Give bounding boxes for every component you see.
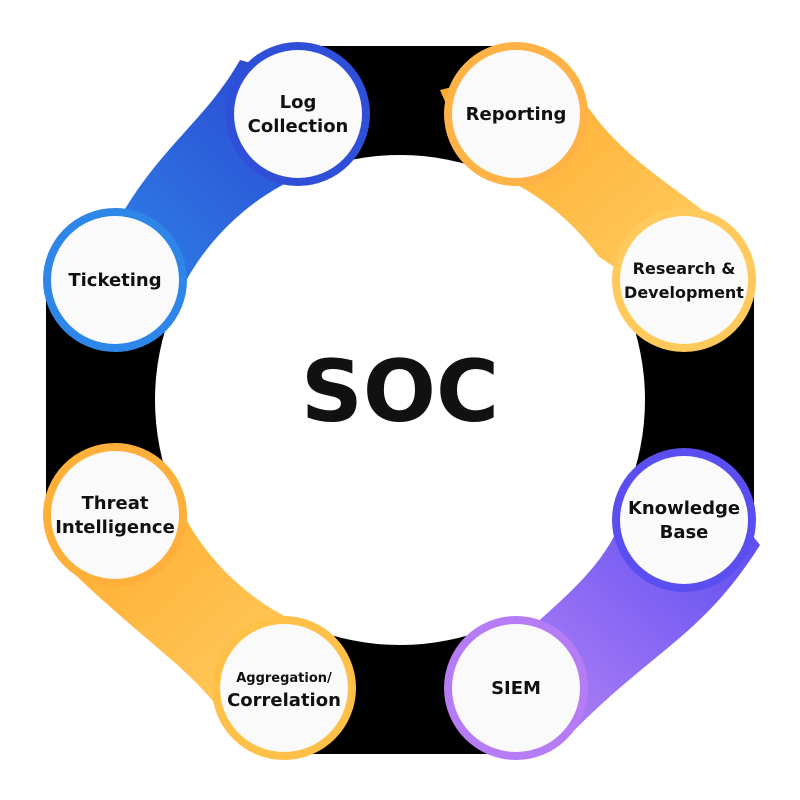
- node-siem: SIEM: [444, 616, 588, 760]
- node-disk: [452, 50, 580, 178]
- node-disk: [452, 624, 580, 752]
- node-disk: [234, 50, 362, 178]
- node-label-line: Reporting: [466, 104, 567, 125]
- node-label-line: Knowledge: [628, 498, 740, 519]
- node-disk: [220, 624, 348, 752]
- node-label-line: Development: [624, 283, 744, 302]
- connector-right: [610, 290, 754, 510]
- node-disk: [51, 451, 179, 579]
- node-ticketing: Ticketing: [43, 208, 187, 352]
- node-label-line: Log: [280, 92, 317, 113]
- node-disk: [51, 216, 179, 344]
- node-label-line: Collection: [248, 116, 349, 137]
- node-aggregation-correlation: Aggregation/Correlation: [212, 616, 356, 760]
- node-label-line: SIEM: [491, 678, 541, 699]
- center-label: SOC: [301, 342, 499, 442]
- center-disk: [155, 155, 645, 645]
- node-disk: [620, 456, 748, 584]
- node-disk: [620, 216, 748, 344]
- node-label-line: Ticketing: [68, 270, 161, 291]
- node-label-line: Threat: [82, 493, 149, 514]
- node-label-line: Aggregation/: [236, 671, 332, 686]
- node-label-line: Research &: [633, 259, 736, 278]
- node-reporting: Reporting: [444, 42, 588, 186]
- node-label-line: Intelligence: [55, 517, 175, 538]
- node-research-development: Research & Development: [612, 208, 756, 352]
- node-label-line: Correlation: [227, 690, 341, 711]
- node-label-line: Base: [660, 522, 709, 543]
